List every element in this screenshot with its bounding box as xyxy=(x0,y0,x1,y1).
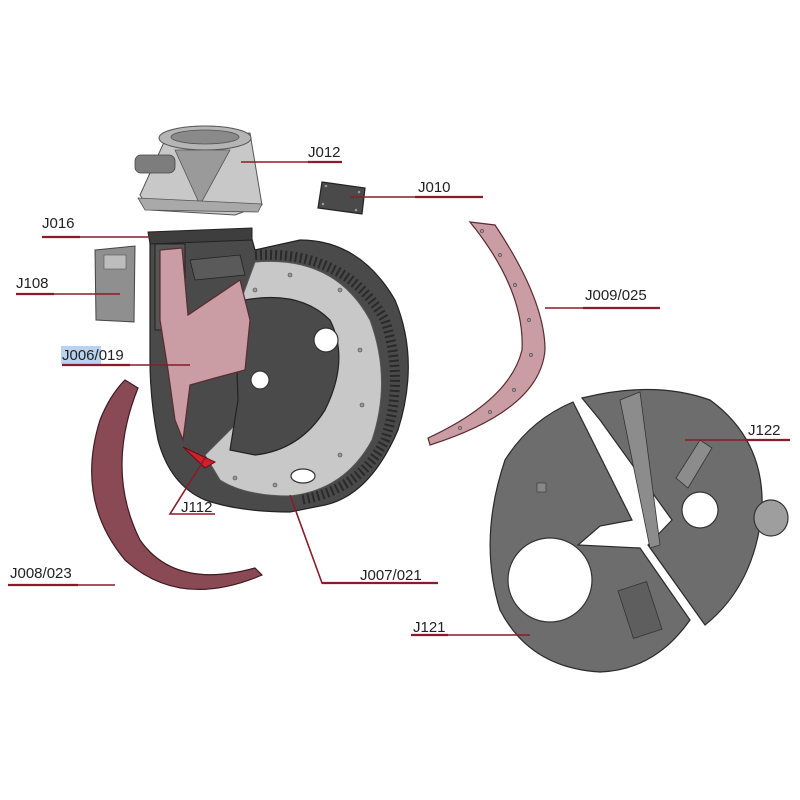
label-j016: J016 xyxy=(42,215,80,239)
label-j122: J122 xyxy=(745,422,790,442)
housing-bolts xyxy=(232,272,365,488)
part-j121-front-plate xyxy=(489,401,691,673)
svg-text:J112: J112 xyxy=(181,499,212,516)
label-j121: J121 xyxy=(411,619,448,637)
label-j012: J012 xyxy=(308,144,342,164)
label-j007-021: J007/021 xyxy=(322,567,438,585)
part-j122-rear-plate xyxy=(580,388,763,626)
svg-text:J008/023: J008/023 xyxy=(10,565,72,582)
svg-text:J122: J122 xyxy=(748,422,781,439)
part-j009-025-curved-strip xyxy=(427,221,546,446)
label-j008-023: J008/023 xyxy=(8,565,78,587)
part-j010-cover-plate xyxy=(317,181,366,215)
label-j108: J108 xyxy=(16,275,54,296)
svg-text:J121: J121 xyxy=(413,619,446,636)
selection-highlight xyxy=(61,346,101,364)
part-main-housing xyxy=(147,227,409,513)
svg-text:J108: J108 xyxy=(16,275,49,292)
part-j008-023-curved-band xyxy=(91,379,264,590)
label-j009-025: J009/025 xyxy=(583,287,660,310)
svg-text:J009/025: J009/025 xyxy=(585,287,647,304)
part-j108-hatch xyxy=(94,245,136,323)
part-j012-inlet-hopper xyxy=(134,125,263,216)
svg-text:J010: J010 xyxy=(418,179,451,196)
label-j112: J112 xyxy=(181,499,212,516)
svg-text:J016: J016 xyxy=(42,215,75,232)
part-labels: J012 J010 J016 J108 J006/019 J009/025 J1… xyxy=(8,144,790,637)
label-j010: J010 xyxy=(415,179,483,199)
label-j006-019: J006/019 xyxy=(61,346,130,367)
part-small-disc xyxy=(753,499,789,537)
svg-text:J007/021: J007/021 xyxy=(360,567,422,584)
svg-text:J012: J012 xyxy=(308,144,341,161)
svg-text:J006/019: J006/019 xyxy=(62,347,124,364)
